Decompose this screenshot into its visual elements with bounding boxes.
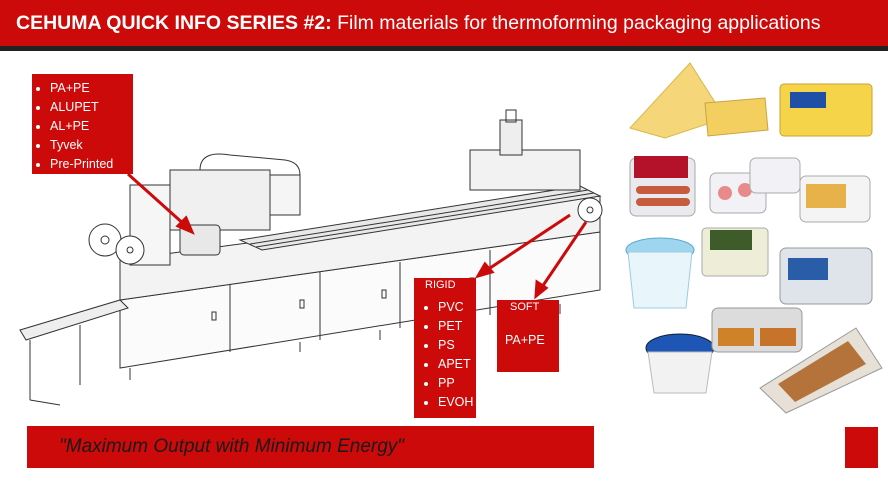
title-subject: Film materials for thermoforming packagi… bbox=[331, 11, 821, 34]
material-item: PA+PE bbox=[50, 79, 133, 98]
rigid-heading: RIGID bbox=[425, 279, 456, 291]
header-bar: CEHUMA QUICK INFO SERIES #2: Film materi… bbox=[0, 0, 888, 46]
soft-materials-box: SOFT PA+PE bbox=[497, 300, 559, 372]
material-item: AL+PE bbox=[50, 117, 133, 136]
portion-cup-product bbox=[645, 307, 803, 394]
packaged-sausages-product bbox=[629, 156, 871, 223]
accent-square bbox=[845, 427, 878, 468]
soft-heading: SOFT bbox=[510, 301, 540, 313]
tray-packaged-food-product bbox=[759, 327, 883, 414]
material-item: APET bbox=[438, 355, 473, 374]
rigid-materials-list: PVC PET PS APET PP EVOH bbox=[414, 298, 473, 412]
material-item: PP bbox=[438, 374, 473, 393]
title-series: CEHUMA QUICK INFO SERIES #2: bbox=[16, 11, 332, 34]
product-gallery bbox=[625, 62, 883, 414]
material-item: Pre-Printed bbox=[50, 155, 133, 174]
material-item: Tyvek bbox=[50, 136, 133, 155]
page-title: CEHUMA QUICK INFO SERIES #2: Film materi… bbox=[16, 12, 820, 35]
flexible-top-film-materials: PA+PE ALUPET AL+PE Tyvek Pre-Printed bbox=[32, 74, 133, 174]
cheese-slices-product bbox=[629, 62, 873, 139]
slogan-text: "Maximum Output with Minimum Energy" bbox=[59, 436, 405, 457]
water-cup-product bbox=[625, 227, 873, 309]
header-divider bbox=[0, 46, 888, 51]
soft-material-value: PA+PE bbox=[505, 333, 545, 347]
material-item: PVC bbox=[438, 298, 473, 317]
material-item: EVOH bbox=[438, 393, 473, 412]
material-item: PS bbox=[438, 336, 473, 355]
material-item: PET bbox=[438, 317, 473, 336]
slogan-banner: "Maximum Output with Minimum Energy" bbox=[27, 426, 594, 468]
material-item: ALUPET bbox=[50, 98, 133, 117]
top-materials-list: PA+PE ALUPET AL+PE Tyvek Pre-Printed bbox=[32, 79, 133, 174]
rigid-materials-box: RIGID PVC PET PS APET PP EVOH bbox=[414, 278, 476, 418]
